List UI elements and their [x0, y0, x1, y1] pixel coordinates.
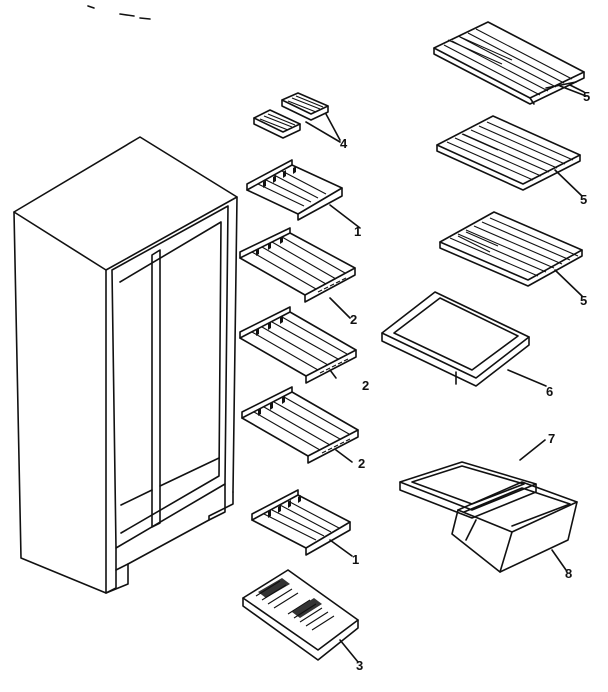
callout-wire-shelf-low: 5 — [580, 293, 587, 308]
callout-labels: 4 1 2 2 2 1 3 5 5 5 6 7 8 — [340, 89, 590, 673]
callout-shelf-upper-small: 1 — [354, 224, 361, 239]
callout-bottom-tray: 3 — [356, 658, 363, 673]
wire-shelf-low — [439, 211, 583, 297]
callout-wire-shelf-mid: 5 — [580, 192, 587, 207]
shelf-mid-c — [241, 386, 359, 464]
callout-shelf-lower-small: 1 — [352, 552, 359, 567]
callout-crisper-cover: 7 — [548, 431, 555, 446]
callout-wire-shelf-top: 5 — [583, 89, 590, 104]
shelf-mid-a — [239, 227, 356, 319]
wire-shelves — [433, 21, 587, 297]
shelf-upper-small — [246, 159, 361, 229]
scan-marks — [87, 5, 151, 20]
crisper-cover — [399, 439, 546, 519]
wire-shelf-top — [433, 21, 587, 105]
refrigerator-cabinet — [13, 136, 238, 594]
callout-crisper-drawer: 8 — [565, 566, 572, 581]
shelf-mid-b — [239, 306, 357, 384]
callout-egg-trays: 4 — [340, 136, 348, 151]
wire-shelf-mid — [436, 115, 583, 197]
callout-shelf-mid-c: 2 — [358, 456, 365, 471]
glass-shelf — [381, 291, 547, 387]
callout-shelf-mid-b: 2 — [362, 378, 369, 393]
bottom-tray — [242, 569, 359, 663]
crisper-drawer — [451, 481, 578, 573]
callout-glass-shelf: 6 — [546, 384, 553, 399]
callout-shelf-mid-a: 2 — [350, 312, 357, 327]
egg-trays — [253, 92, 341, 143]
door-shelves — [239, 159, 361, 557]
shelf-lower-small — [251, 489, 353, 557]
